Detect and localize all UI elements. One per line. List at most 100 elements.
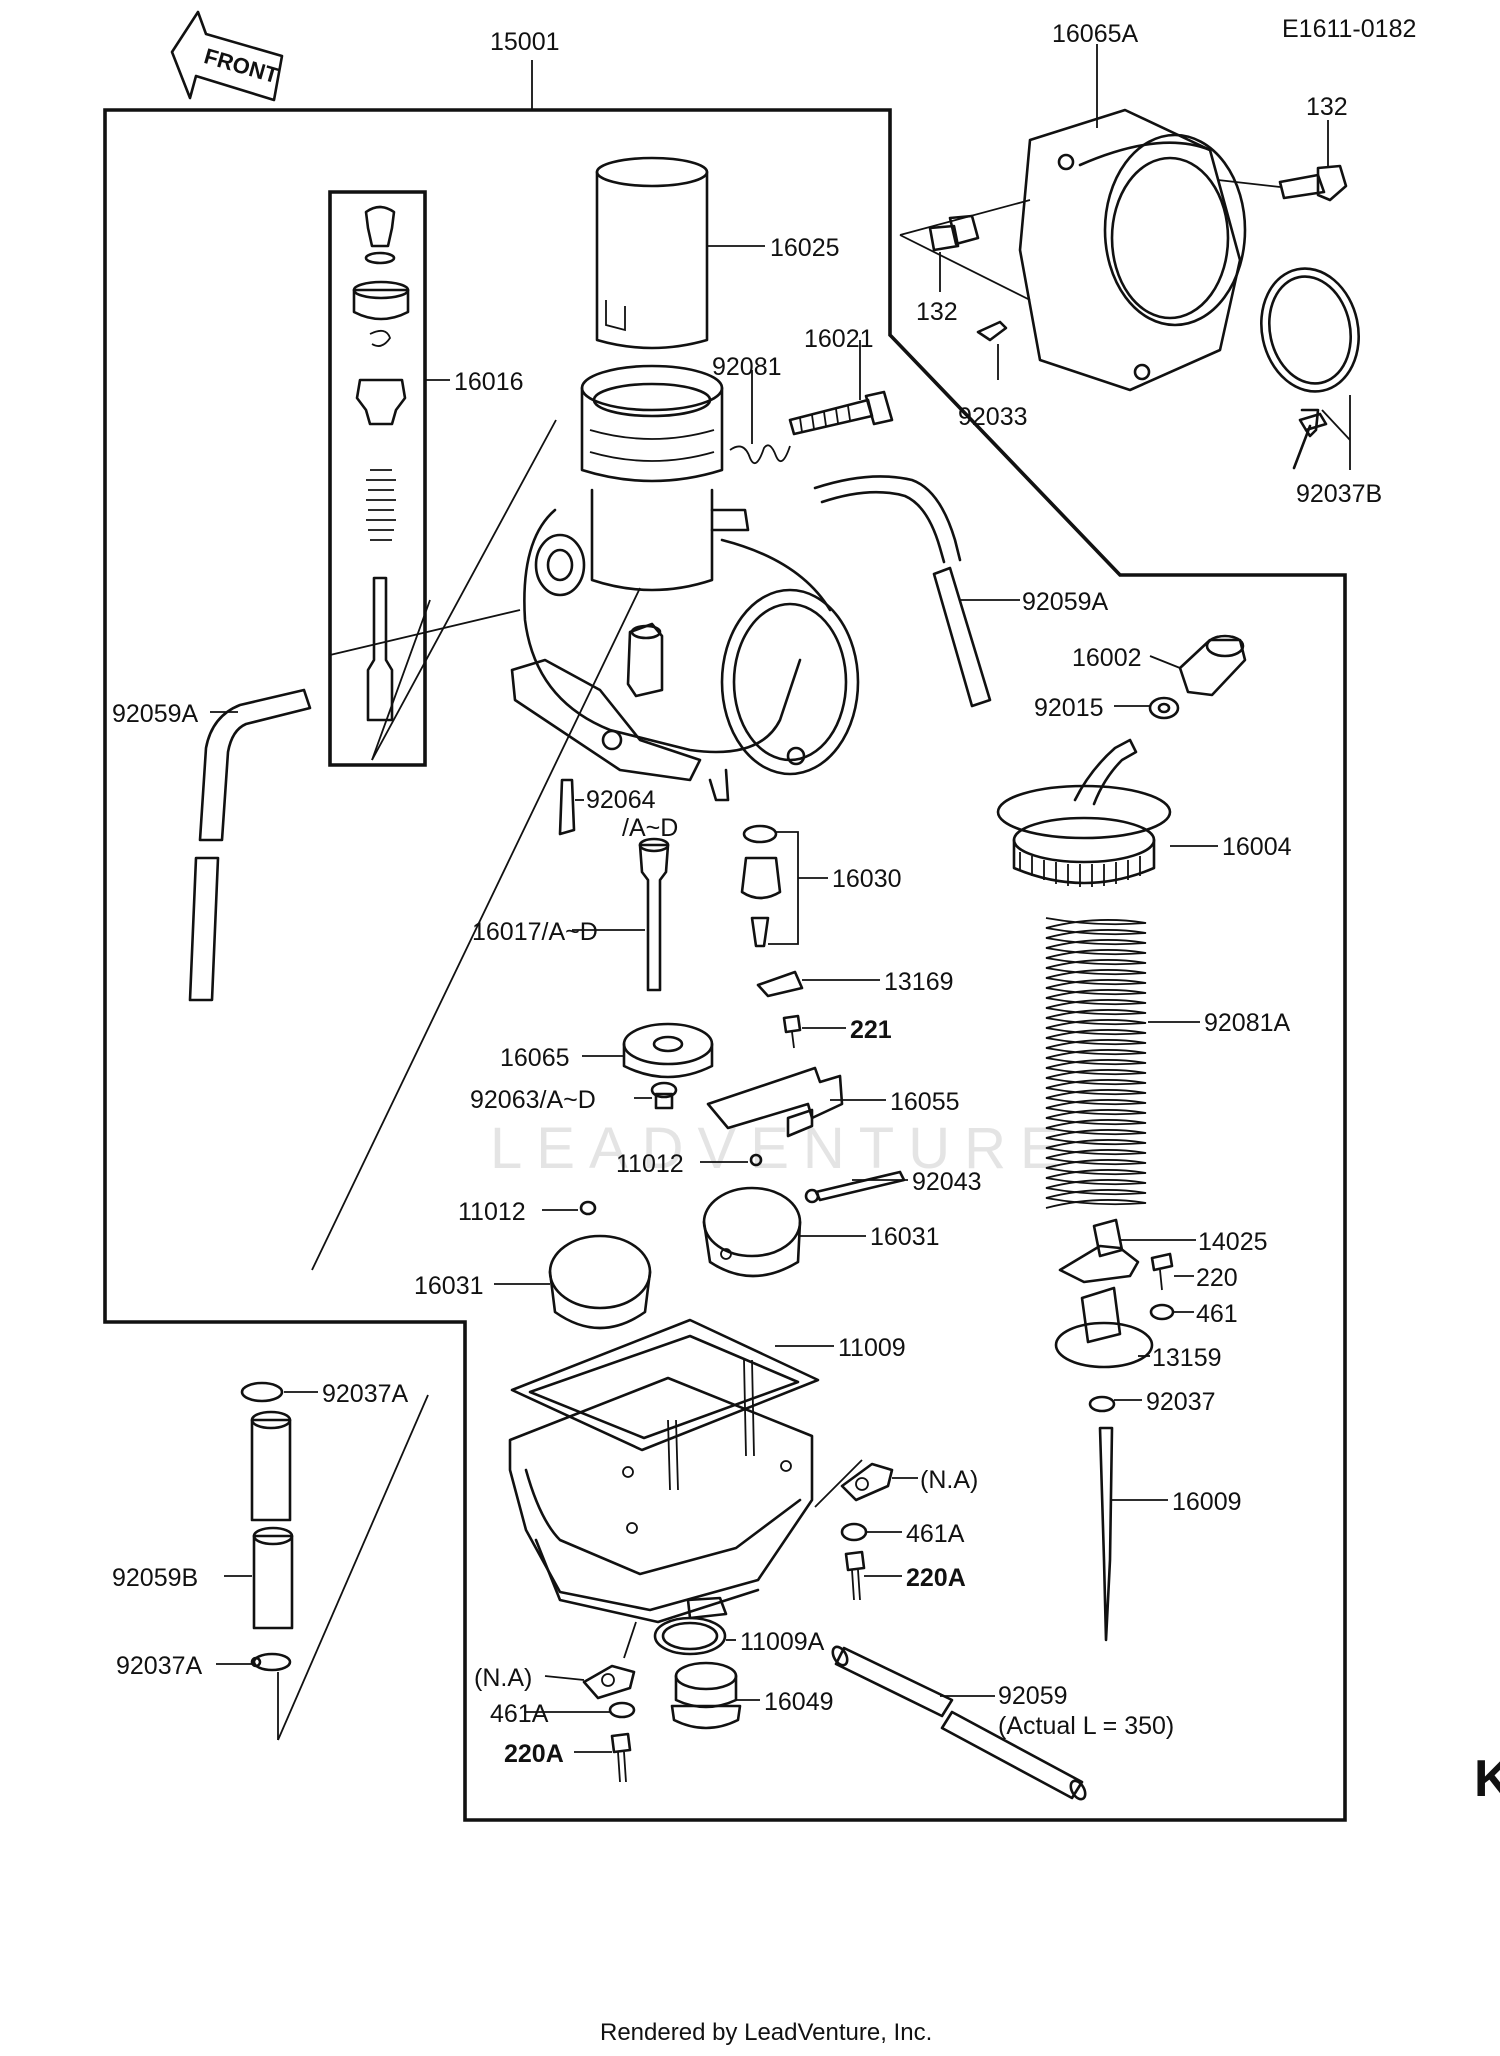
label-16009: 16009	[1172, 1488, 1242, 1516]
pilot-jet-92064	[558, 778, 576, 836]
needle-valve-box	[328, 190, 427, 767]
bracket-na-right	[840, 1462, 894, 1502]
clip-92037A-top	[240, 1381, 284, 1403]
baffle-plate-16055	[706, 1066, 844, 1138]
label-16016: 16016	[454, 368, 524, 396]
label-11012-center: 11012	[616, 1150, 684, 1178]
top-cap	[996, 738, 1172, 887]
label-92037: 92037	[1146, 1388, 1216, 1416]
intake-flange	[1018, 108, 1247, 392]
needle-holder	[1058, 1218, 1140, 1284]
label-na-right: (N.A)	[920, 1466, 978, 1494]
label-92063: 92063/A~D	[470, 1086, 596, 1114]
label-92033: 92033	[958, 403, 1028, 431]
label-16021: 16021	[804, 325, 874, 353]
label-461: 461	[1196, 1300, 1238, 1328]
screw-220A-right	[844, 1550, 866, 1601]
label-11009A: 11009A	[740, 1628, 825, 1656]
label-92037B: 92037B	[1296, 480, 1382, 508]
screw-220	[1150, 1252, 1174, 1291]
label-220A-left: 220A	[504, 1740, 564, 1768]
label-16065A: 16065A	[1052, 20, 1139, 48]
main-jet-92063	[650, 1081, 678, 1110]
footer-credit: Rendered by LeadVenture, Inc.	[600, 2019, 932, 2046]
front-arrow-icon	[170, 10, 284, 102]
vent-hose-left	[188, 688, 312, 1002]
o-ring-11009A	[653, 1616, 727, 1656]
label-16030: 16030	[832, 865, 902, 893]
label-16031-right: 16031	[870, 1223, 940, 1251]
float-16031-right	[702, 1186, 802, 1278]
label-92059A-right: 92059A	[1022, 588, 1109, 616]
watermark: LEADVENTURE	[490, 1116, 1073, 1181]
float-arm-13169	[756, 970, 804, 998]
float-valve-16030	[740, 824, 782, 948]
washer-92037	[1088, 1395, 1116, 1413]
float-pin-11012	[749, 1153, 763, 1167]
main-jet-holder-16065	[622, 1022, 714, 1079]
assembly-frame	[103, 108, 1347, 1822]
needle-valve-parts	[352, 205, 410, 722]
label-132-right: 132	[1306, 93, 1348, 121]
washer-461A-right	[840, 1522, 868, 1542]
clip-92033	[976, 320, 1008, 342]
label-13169: 13169	[884, 968, 954, 996]
hose-92059B	[250, 1410, 294, 1630]
clip-92037A-bottom	[250, 1652, 292, 1672]
label-132-left: 132	[916, 298, 958, 326]
jet-needle	[1098, 1426, 1114, 1642]
diagram-code: E1611-0182	[1282, 15, 1416, 43]
label-11009: 11009	[838, 1334, 906, 1362]
edge-letter: K	[1474, 1750, 1500, 1808]
throttle-spring	[1045, 917, 1147, 1209]
screw-221	[782, 1014, 802, 1049]
label-461A-left: 461A	[490, 1700, 549, 1728]
label-92037A-top: 92037A	[322, 1380, 409, 1408]
label-92059B: 92059B	[112, 1564, 198, 1592]
screw-92037B	[1292, 412, 1328, 470]
label-92015: 92015	[1034, 694, 1104, 722]
air-screw	[788, 390, 894, 436]
label-92059: 92059	[998, 1682, 1068, 1710]
label-11012-left: 11012	[458, 1198, 526, 1226]
needle-jet-16017	[638, 837, 670, 992]
label-16002: 16002	[1072, 644, 1142, 672]
label-461A-right: 461A	[906, 1520, 965, 1548]
throttle-slide	[595, 156, 709, 350]
needle-clip-base	[1054, 1286, 1154, 1369]
label-92043: 92043	[912, 1168, 982, 1196]
label-92059A-left: 92059A	[112, 700, 199, 728]
vent-hose-right	[813, 475, 992, 708]
label-92081: 92081	[712, 353, 782, 381]
cable-adjuster	[1178, 634, 1247, 697]
float-bowl-clip-11012	[579, 1200, 597, 1216]
label-92064: 92064	[586, 786, 656, 814]
label-221: 221	[850, 1016, 892, 1044]
label-16055: 16055	[890, 1088, 960, 1116]
float-bowl	[508, 1318, 820, 1624]
label-13159: 13159	[1152, 1344, 1222, 1372]
drain-plug-16049	[670, 1661, 742, 1730]
label-14025: 14025	[1198, 1228, 1268, 1256]
label-16031-left: 16031	[414, 1272, 484, 1300]
screw-220A-left	[610, 1732, 632, 1783]
lock-nut-92015	[1148, 696, 1180, 720]
carburetor-body	[510, 364, 860, 802]
label-92081A: 92081A	[1204, 1009, 1291, 1037]
label-15001: 15001	[490, 28, 560, 56]
hose-clamp	[1260, 267, 1360, 438]
label-16025: 16025	[770, 234, 840, 262]
air-screw-spring	[729, 444, 791, 465]
label-220: 220	[1196, 1264, 1238, 1292]
float-16031-left	[548, 1234, 652, 1330]
label-na-left: (N.A)	[474, 1664, 532, 1692]
washer-461	[1149, 1303, 1175, 1321]
label-16065: 16065	[500, 1044, 570, 1072]
bracket-na-left	[582, 1664, 636, 1700]
label-16017: 16017/A~D	[472, 918, 598, 946]
label-92037A-bottom: 92037A	[116, 1652, 203, 1680]
label-220A-right: 220A	[906, 1564, 966, 1592]
label-16004: 16004	[1222, 833, 1292, 861]
label-92064-sub: /A~D	[622, 814, 678, 842]
